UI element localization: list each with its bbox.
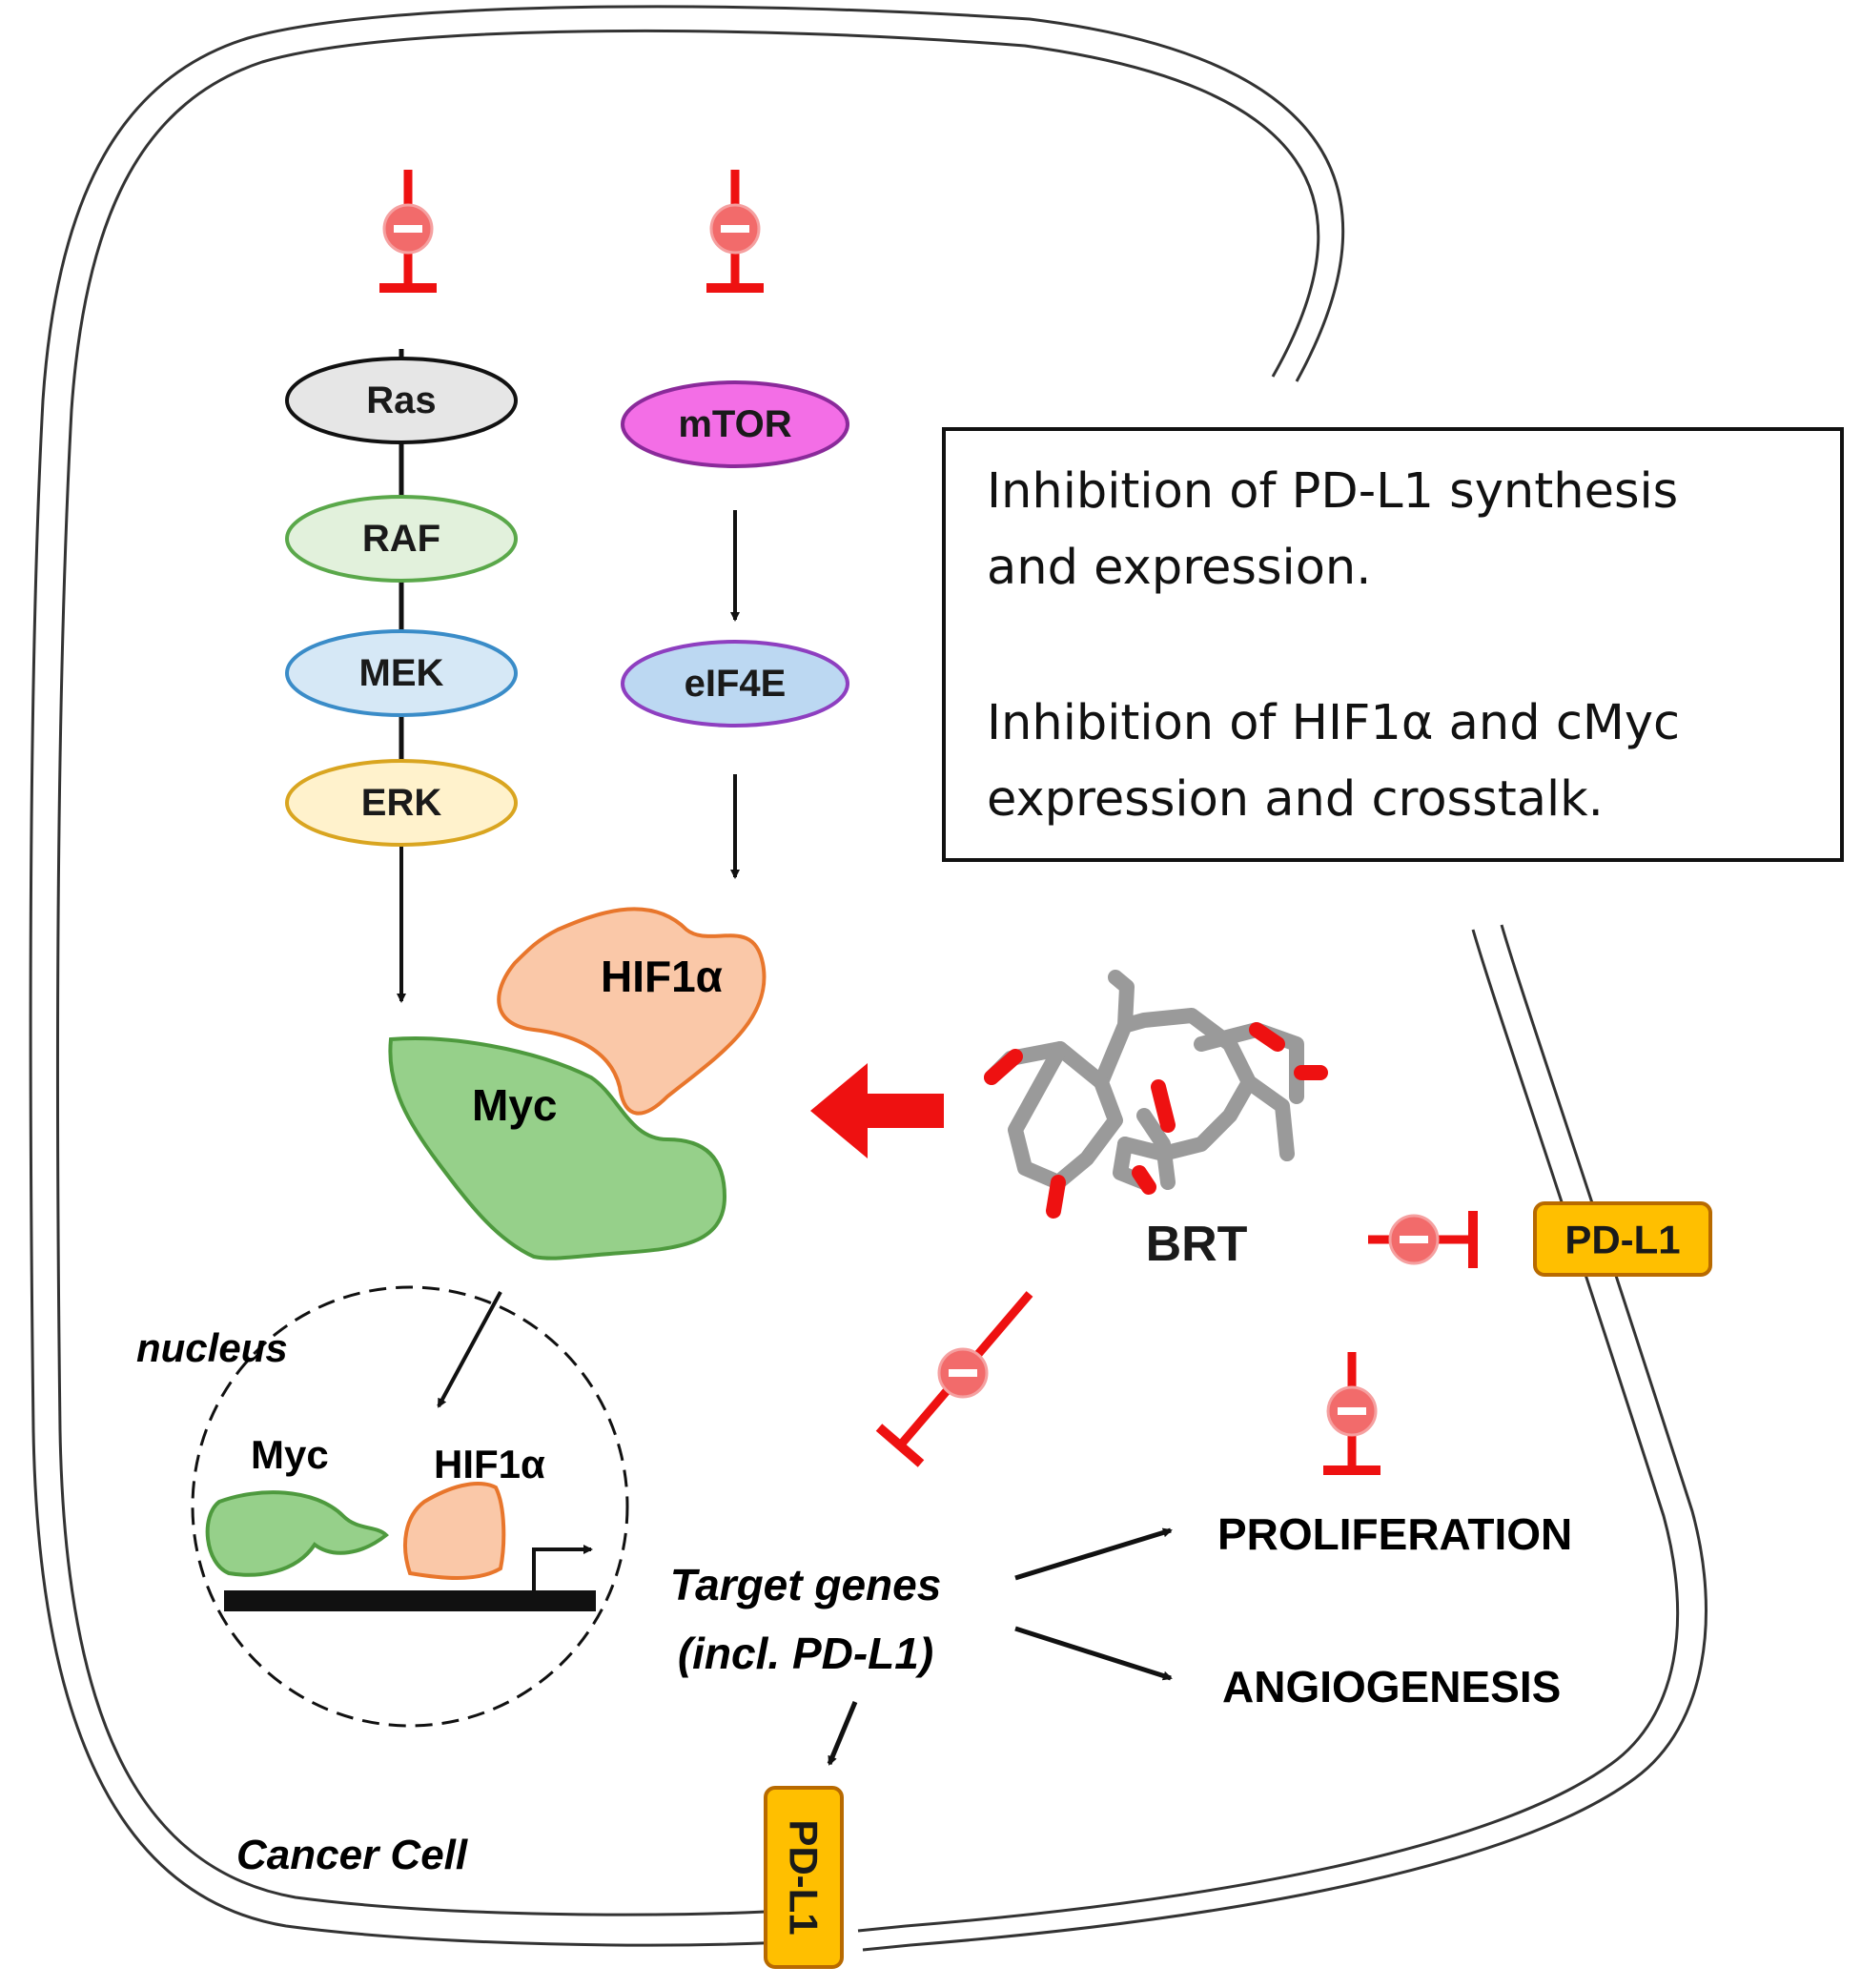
info-box: Inhibition of PD-L1 synthesis and expres… <box>942 427 1844 862</box>
to-angiogenesis-arrow <box>1014 1626 1173 1681</box>
nucleus-myc-label: Myc <box>251 1432 329 1477</box>
mek-label: MEK <box>359 652 444 694</box>
erk-label: ERK <box>361 782 442 824</box>
nucleus-hif1a-protein: HIF1α <box>403 1442 545 1580</box>
myc-label: Myc <box>472 1080 557 1130</box>
pdl1-bottom-protein: PD-L1 <box>764 1786 844 1969</box>
info-line-4: expression and crosstalk. <box>987 771 1604 828</box>
to-pdl1-bottom-arrow <box>827 1701 858 1766</box>
angiogenesis-label: ANGIOGENESIS <box>1222 1662 1561 1711</box>
eif4e-label: eIF4E <box>685 663 787 705</box>
inhibitor-mtor-icon <box>706 170 764 288</box>
myc-protein: Myc <box>388 1036 727 1260</box>
info-line-3: Inhibition of HIF1α and cMyc <box>987 695 1680 751</box>
inhibitor-proliferation-icon <box>1323 1352 1380 1470</box>
pdl1-bottom-label: PD-L1 <box>782 1819 827 1935</box>
info-line-2: and expression. <box>987 540 1371 596</box>
eif4e-node: eIF4E <box>621 640 849 728</box>
inhibitor-target-genes-icon <box>875 1291 1033 1467</box>
inhibitor-ras-icon <box>379 170 437 288</box>
target-genes-line-1: Target genes <box>670 1560 942 1609</box>
mtor-node: mTOR <box>621 380 849 468</box>
hif1a-protein: HIF1α <box>497 907 767 1116</box>
brt-to-myc-arrow <box>810 1063 944 1158</box>
nucleus: nucleus Myc HIF1α <box>136 1285 629 1728</box>
promoter-arrow <box>532 1545 593 1590</box>
raf-node: RAF <box>285 495 518 583</box>
pdl1-membrane-label: PD-L1 <box>1564 1218 1680 1262</box>
brt-label: BRT <box>1146 1217 1248 1272</box>
inhibitor-pdl1-icon <box>1368 1211 1478 1268</box>
myc-to-nucleus-arrow <box>437 1291 502 1408</box>
proliferation-label: PROLIFERATION <box>1217 1509 1572 1559</box>
pdl1-membrane-protein: PD-L1 <box>1533 1201 1712 1277</box>
nucleus-myc-protein: Myc <box>205 1432 389 1577</box>
dna-bar <box>224 1590 596 1611</box>
mtor-label: mTOR <box>678 403 791 445</box>
raf-label: RAF <box>362 518 440 560</box>
nucleus-label: nucleus <box>136 1325 288 1370</box>
info-line-1: Inhibition of PD-L1 synthesis <box>987 463 1678 520</box>
hif1a-label: HIF1α <box>601 952 723 1001</box>
brt-molecule-icon <box>984 970 1328 1219</box>
cancer-cell-label: Cancer Cell <box>236 1832 468 1878</box>
ras-label: Ras <box>366 379 436 421</box>
ras-node: Ras <box>285 357 518 444</box>
erk-node: ERK <box>285 759 518 847</box>
target-genes-line-2: (incl. PD-L1) <box>678 1629 933 1678</box>
mek-node: MEK <box>285 629 518 717</box>
target-genes: Target genes (incl. PD-L1) <box>670 1560 942 1678</box>
nucleus-hif1a-label: HIF1α <box>434 1442 545 1486</box>
cell-membrane <box>29 5 1708 1952</box>
to-proliferation-arrow <box>1014 1527 1173 1581</box>
